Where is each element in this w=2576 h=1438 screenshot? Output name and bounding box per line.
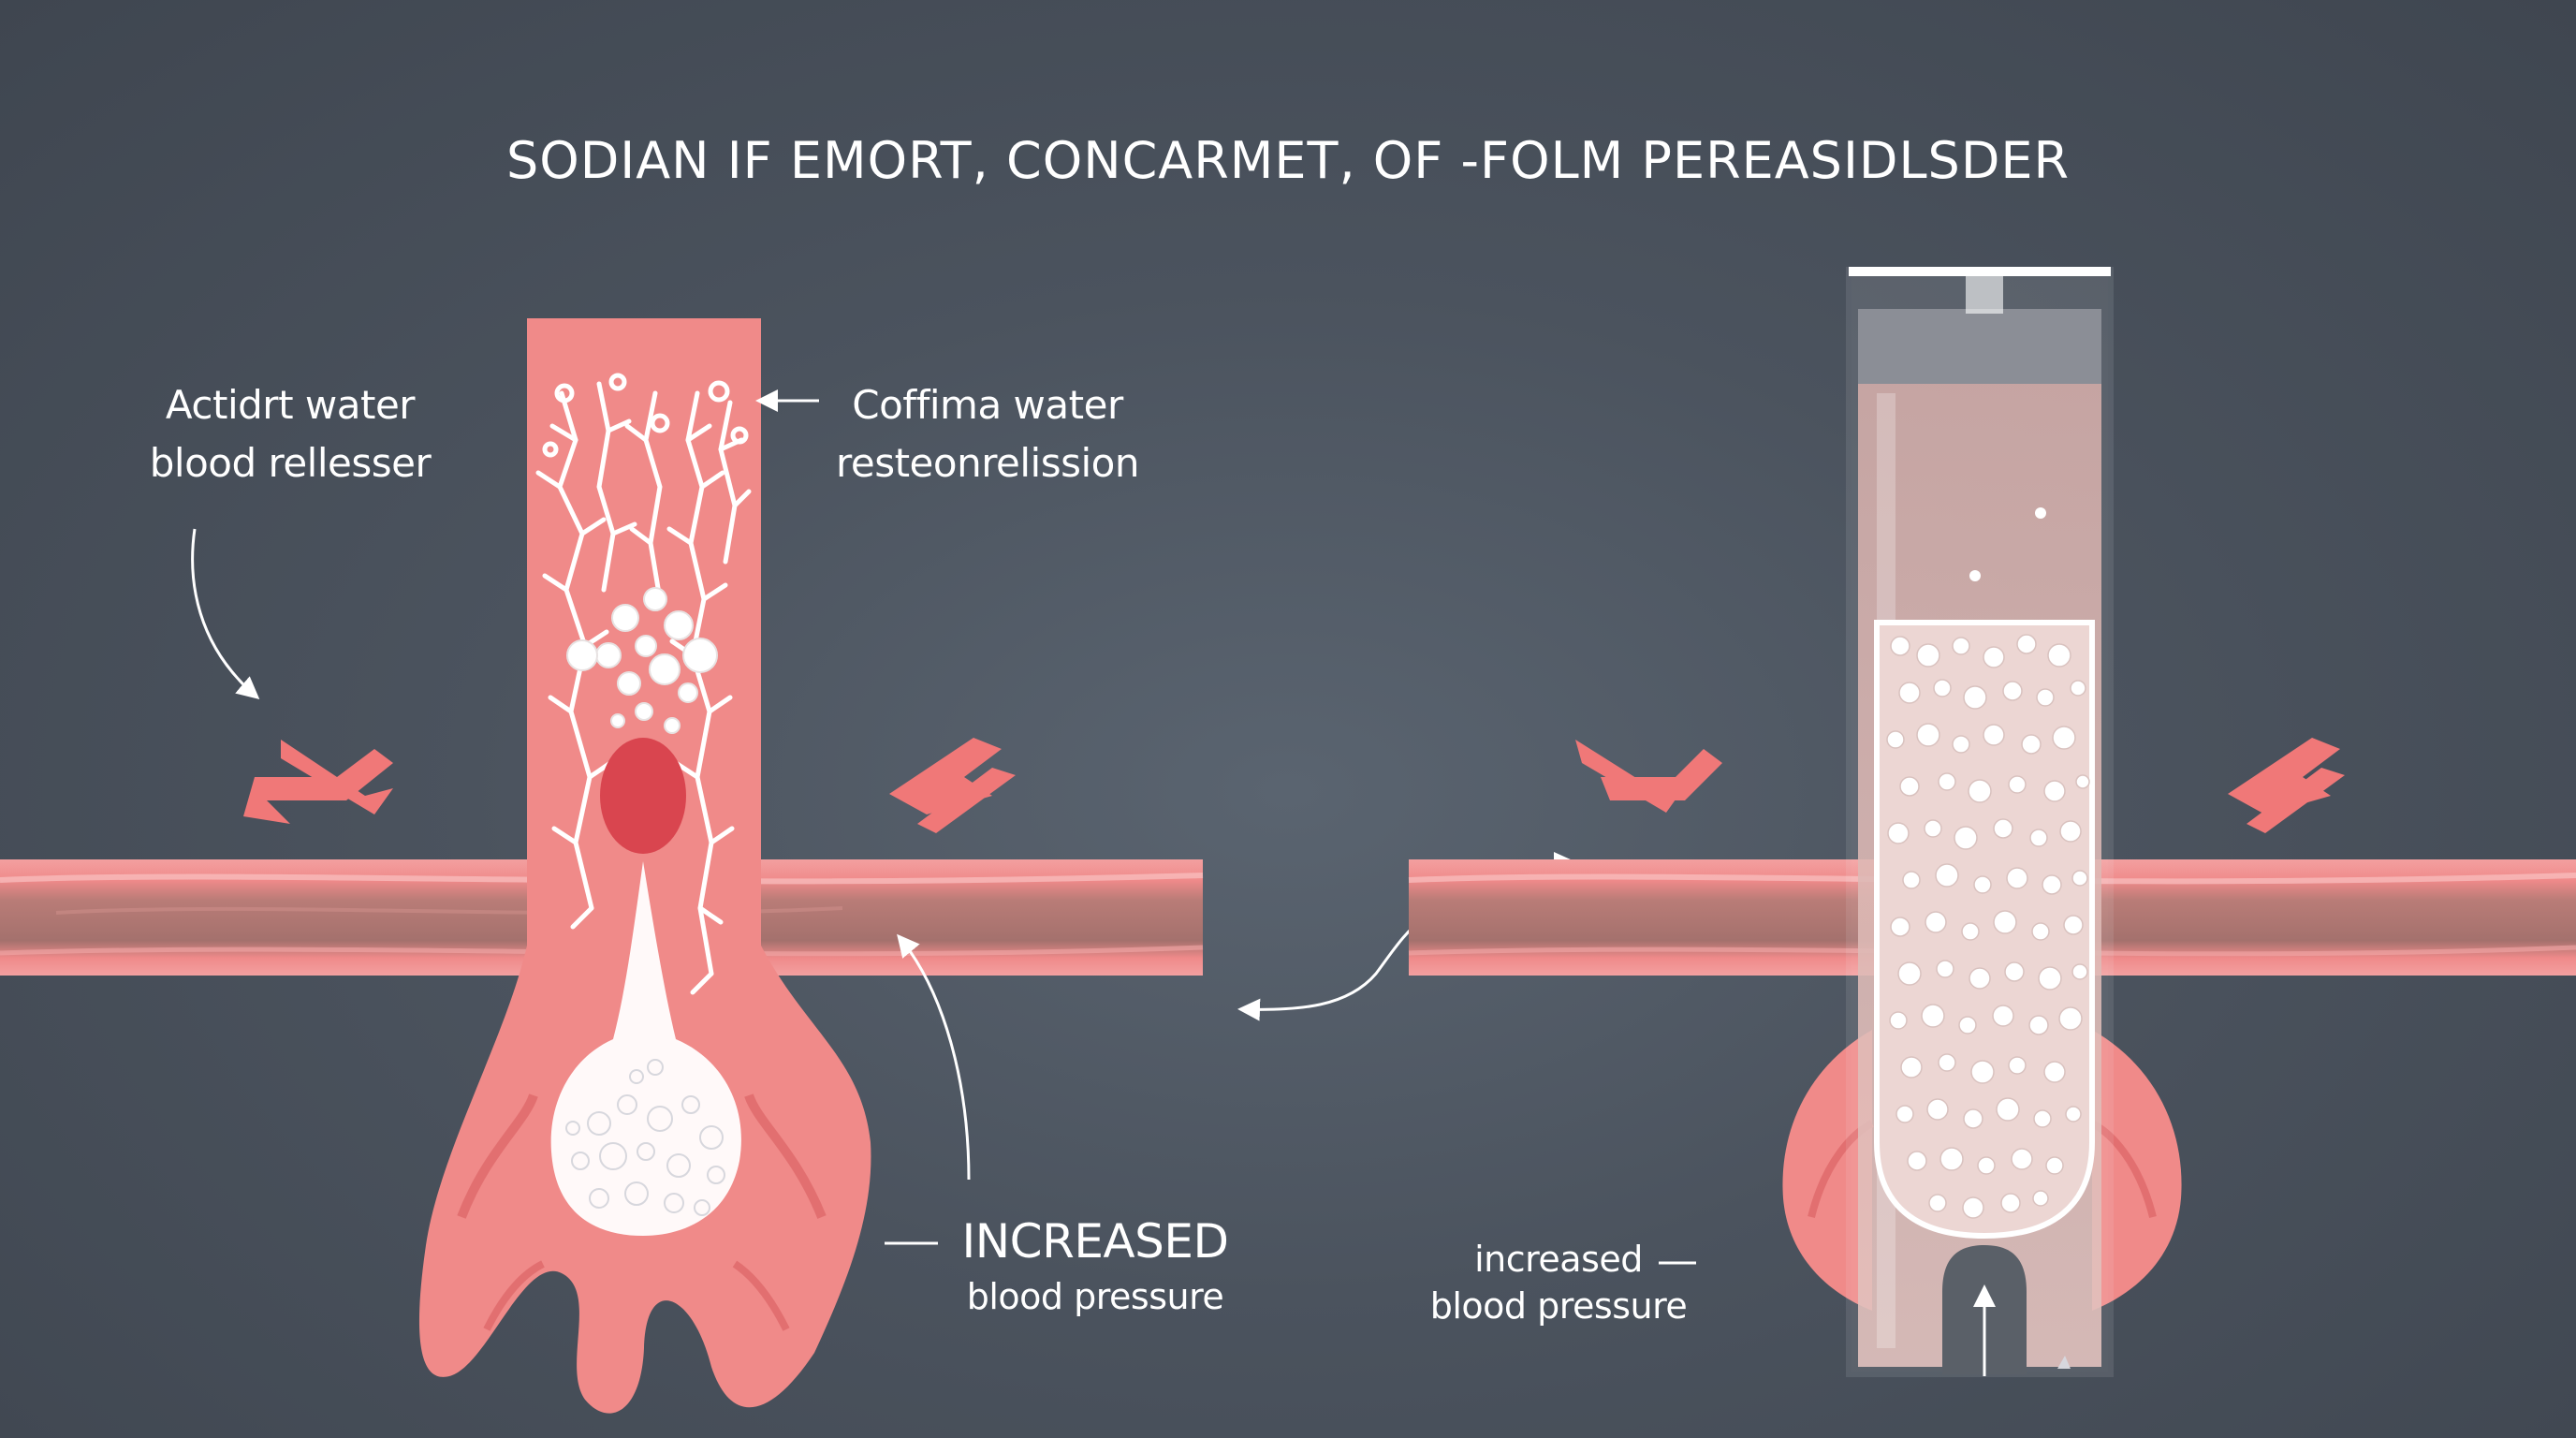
label-actidrt-line2: blood rellesser xyxy=(149,440,432,486)
label-actidrt-water: Actidrt water blood rellesser xyxy=(122,376,459,492)
left-tissue-column xyxy=(418,318,871,1414)
label-actidrt-line1: Actidrt water xyxy=(165,382,416,428)
left-white-plume xyxy=(550,861,741,1236)
label-increased-right: increased blood pressure xyxy=(1418,1236,1699,1329)
label-coffima-water: Coffima water resteonrelission xyxy=(814,376,1161,492)
left-capillary-network xyxy=(535,373,752,995)
label-increased-right-line2: blood pressure xyxy=(1429,1285,1688,1327)
right-zigzag-arrow-b xyxy=(2228,738,2345,833)
label-increased-right-line1: increased xyxy=(1474,1239,1643,1280)
left-plume-bubbles xyxy=(565,1059,725,1216)
left-bubbles xyxy=(566,587,718,734)
tube-sediment xyxy=(1874,620,2095,1240)
left-curved-arrow-top xyxy=(191,528,260,699)
left-curved-arrow-bottom xyxy=(897,933,971,1181)
small-pointer-mark xyxy=(2057,1356,2071,1369)
diagram-title: SODIAN IF EMORT, CONCARMET, OF -FOLM PER… xyxy=(505,131,2071,190)
label-increased-left: INCREASED blood pressure xyxy=(945,1208,1245,1318)
left-zigzag-arrow-a xyxy=(243,740,393,824)
label-increased-left-line2: blood pressure xyxy=(966,1276,1224,1317)
left-zigzag-arrow-b xyxy=(889,738,1016,833)
label-coffima-line2: resteonrelission xyxy=(836,440,1139,486)
label-increased-left-line1: INCREASED xyxy=(961,1214,1229,1269)
right-zigzag-arrow-a xyxy=(1575,740,1722,813)
label-coffima-line1: Coffima water xyxy=(852,382,1123,428)
clot xyxy=(600,738,686,854)
